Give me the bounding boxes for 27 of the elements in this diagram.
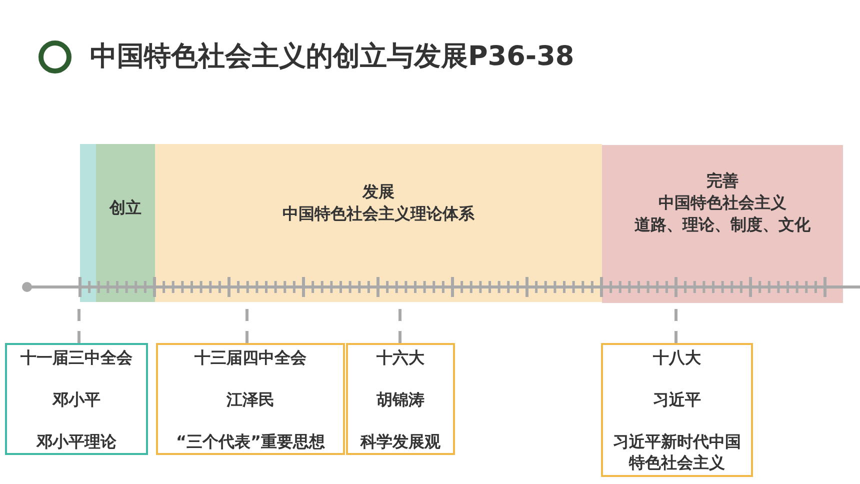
label-text: “三个代表”重要思想: [176, 431, 326, 452]
label-text: 江泽民: [226, 389, 274, 410]
heading: 创立: [110, 197, 142, 219]
heading: 十六大: [376, 347, 424, 368]
label-text: 邓小平理论: [36, 431, 116, 452]
label-text: 习近平新时代中国特色社会主义: [612, 431, 742, 473]
label-text: 习近平: [653, 389, 701, 410]
event-card: [156, 343, 345, 455]
label-text: 科学发展观: [360, 431, 440, 452]
timeline-band: [602, 145, 843, 303]
heading: 十三届四中全会: [194, 347, 306, 368]
label-text: 胡锦涛: [376, 389, 424, 410]
label-text: 道路、理论、制度、文化: [634, 214, 810, 236]
label-text: 中国特色社会主义理论体系: [282, 203, 474, 225]
title: 中国特色社会主义的创立与发展P36-38: [90, 40, 574, 74]
heading: 十一届三中全会: [20, 347, 132, 368]
event-card: [346, 343, 455, 455]
timeline-band: [96, 144, 155, 302]
heading: 十八大: [653, 347, 701, 368]
heading: 完善: [706, 170, 738, 192]
event-card: [5, 343, 148, 455]
timeline-band: [80, 144, 96, 302]
heading: 发展: [362, 181, 394, 203]
label-text: 中国特色社会主义: [658, 192, 786, 214]
label-text: 邓小平: [52, 389, 100, 410]
event-card: [601, 343, 753, 477]
timeline-band: [155, 144, 602, 302]
